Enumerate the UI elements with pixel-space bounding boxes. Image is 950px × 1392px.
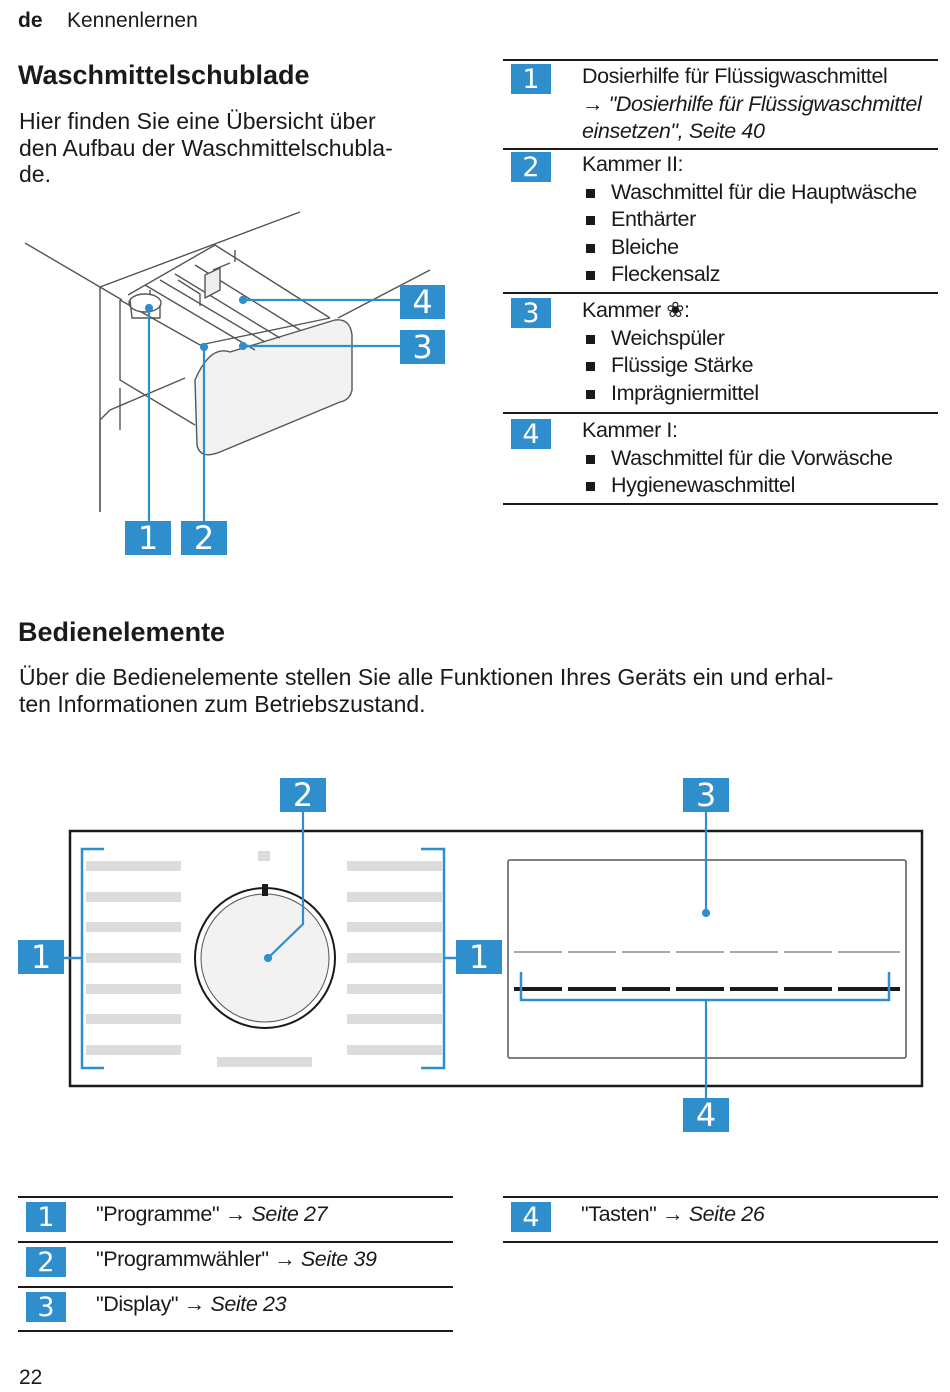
bullet-item: Enthärter — [582, 206, 917, 234]
bullet-item: Weichspüler — [582, 325, 759, 353]
legend-title: Kammer ❀: — [582, 298, 690, 322]
arrow-icon: → — [274, 1247, 296, 1271]
table-rule — [503, 292, 938, 294]
drawer-intro: Hier finden Sie eine Übersicht über den … — [19, 108, 393, 188]
legend-number-badge: 4 — [511, 1202, 551, 1233]
callout-badge-1: 1 — [456, 938, 502, 976]
legend-title: Dosierhilfe für Flüssigwaschmittel — [582, 64, 888, 88]
bullet-item: Hygienewaschmittel — [582, 472, 893, 500]
legend-title: Kammer I: — [582, 418, 678, 442]
language-tag: de — [18, 9, 43, 32]
legend-row: Kammer II: Waschmittel für die Hauptwäsc… — [582, 151, 917, 289]
callout-badge-4: 4 — [400, 283, 445, 321]
controls-heading: Bedienelemente — [18, 617, 226, 647]
legend-number-badge: 2 — [26, 1247, 66, 1278]
drawer-heading: Waschmittelschublade — [18, 60, 310, 90]
callout-badge-1: 1 — [18, 938, 64, 976]
arrow-icon: → — [662, 1202, 684, 1226]
legend-row: "Display" → Seite 23 — [96, 1291, 287, 1318]
table-rule — [503, 59, 938, 61]
drawer-intro-line: den Aufbau der Waschmittelschubla- — [19, 134, 393, 161]
table-rule — [18, 1241, 453, 1243]
page-reference-link[interactable]: Seite 26 — [688, 1202, 765, 1226]
drawer-intro-line: Hier finden Sie eine Übersicht über — [19, 108, 376, 134]
table-rule — [503, 412, 938, 414]
table-rule — [18, 1286, 453, 1288]
table-rule — [18, 1196, 453, 1198]
legend-row: "Tasten" → Seite 26 — [581, 1201, 765, 1228]
arrow-icon: → — [224, 1202, 247, 1226]
callout-badge-1: 1 — [125, 519, 171, 557]
cross-reference-link[interactable]: → "Dosierhilfe für Flüssigwaschmittel — [582, 91, 922, 116]
legend-number-badge: 3 — [511, 298, 551, 329]
cross-reference-link[interactable]: einsetzen", Seite 40 — [582, 119, 765, 143]
legend-number-badge: 1 — [511, 64, 551, 95]
callout-badge-3: 3 — [400, 328, 445, 366]
controls-intro-line: ten Informationen zum Betriebszustand. — [19, 690, 426, 717]
page-reference-link[interactable]: Seite 23 — [210, 1292, 287, 1316]
legend-number-badge: 4 — [511, 419, 551, 450]
bullet-item: Waschmittel für die Vorwäsche — [582, 445, 893, 473]
page-reference-link[interactable]: Seite 39 — [300, 1247, 377, 1271]
legend-number-badge: 2 — [511, 152, 551, 183]
bullet-item: Fleckensalz — [582, 261, 917, 289]
table-rule — [503, 1196, 938, 1198]
table-rule — [18, 1330, 453, 1332]
legend-label: "Programmwähler" — [96, 1247, 269, 1271]
legend-label: "Display" — [96, 1292, 179, 1316]
legend-number-badge: 1 — [26, 1202, 66, 1233]
callout-badge-3: 3 — [683, 776, 729, 814]
arrow-icon: → — [183, 1292, 206, 1316]
legend-label: "Tasten" — [581, 1202, 657, 1226]
legend-row: Dosierhilfe für Flüssigwaschmittel → "Do… — [582, 63, 922, 146]
callout-badge-2: 2 — [181, 519, 227, 557]
legend-title: Kammer II: — [582, 152, 684, 176]
detergent-drawer-illustration — [24, 211, 431, 523]
controls-intro: Über die Bedienelemente stellen Sie alle… — [19, 664, 944, 717]
legend-label: "Programme" — [96, 1202, 220, 1226]
legend-row: Kammer ❀: Weichspüler Flüssige Stärke Im… — [582, 297, 759, 407]
callout-badge-4: 4 — [683, 1096, 729, 1134]
bullet-item: Waschmittel für die Hauptwäsche — [582, 179, 917, 207]
section-title: Kennenlernen — [67, 9, 198, 32]
table-rule — [503, 503, 938, 505]
legend-row: Kammer I: Waschmittel für die Vorwäsche … — [582, 417, 893, 500]
table-rule — [503, 1241, 938, 1243]
bullet-item: Bleiche — [582, 234, 917, 262]
drawer-intro-line: de. — [19, 161, 51, 187]
page-number: 22 — [19, 1366, 43, 1389]
table-rule — [503, 148, 938, 150]
legend-row: "Programme" → Seite 27 — [96, 1201, 328, 1228]
controls-intro-line: Über die Bedienelemente stellen Sie alle… — [19, 664, 834, 690]
legend-row: "Programmwähler" → Seite 39 — [96, 1246, 377, 1273]
bullet-item: Flüssige Stärke — [582, 352, 759, 380]
bullet-item: Imprägniermittel — [582, 380, 759, 408]
callout-badge-2: 2 — [280, 776, 326, 814]
legend-number-badge: 3 — [26, 1292, 66, 1323]
page-reference-link[interactable]: Seite 27 — [251, 1202, 328, 1226]
